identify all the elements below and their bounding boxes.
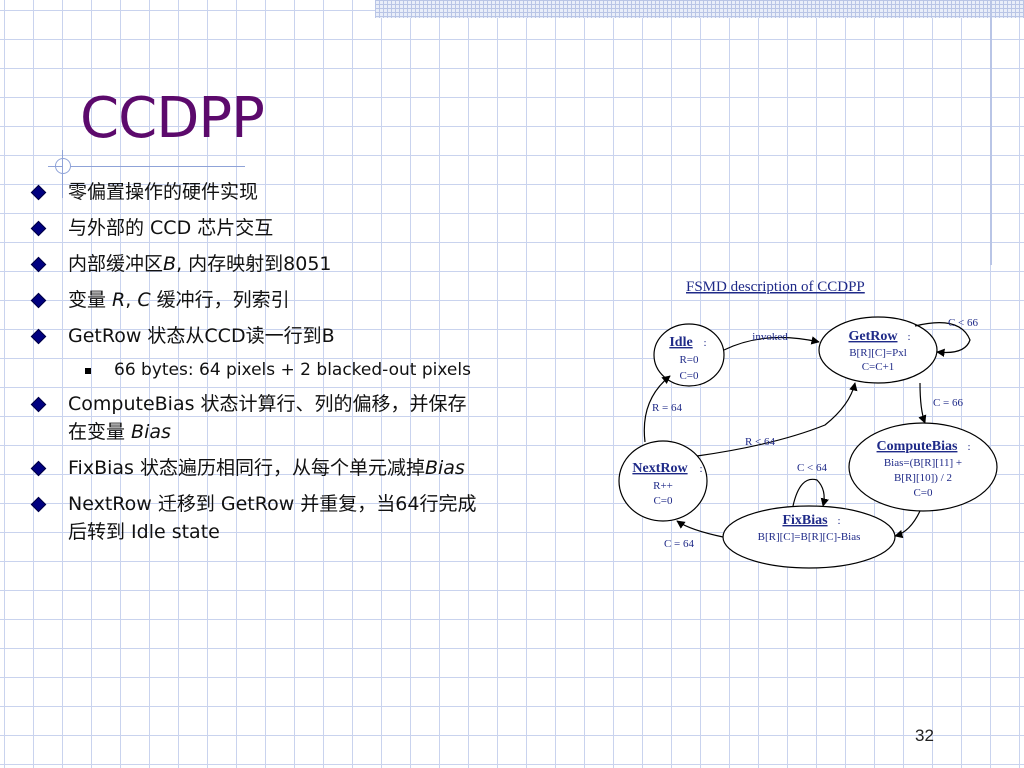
state-fixbias: FixBias : B[R][C]=B[R][C]-Bias xyxy=(722,505,896,569)
transition-getrow-to-computebias xyxy=(918,382,927,424)
diamond-bullet-icon xyxy=(30,328,47,345)
transition-idle-to-getrow xyxy=(723,336,820,351)
bullet-text-em2: C xyxy=(137,289,151,311)
diamond-bullet-icon xyxy=(30,292,47,309)
bullet-text: 与外部的 CCD 芯片交互 xyxy=(68,217,274,239)
transition-computebias-to-fixbias xyxy=(894,510,921,539)
transition-label: invoked xyxy=(752,331,788,343)
bullet-text-mid: , xyxy=(125,289,138,311)
state-getrow-line: B[R][C]=Pxl xyxy=(849,347,907,359)
bullet-item: 零偏置操作的硬件实现 xyxy=(30,178,600,206)
state-computebias: ComputeBias : Bias=(B[R][11] + B[R][10])… xyxy=(848,422,998,512)
state-nextrow-line: C=0 xyxy=(653,495,673,507)
transition-label: R = 64 xyxy=(652,402,683,414)
bullet-text-pre: 内部缓冲区 xyxy=(68,253,164,275)
sub-bullet-item: 66 bytes: 64 pixels + 2 blacked-out pixe… xyxy=(30,358,600,382)
state-fixbias-colon: : xyxy=(837,515,840,527)
state-computebias-name: ComputeBias xyxy=(877,439,958,454)
transition-nextrow-to-getrow xyxy=(696,382,858,457)
top-decorative-band xyxy=(375,0,1024,18)
state-getrow-name: GetRow xyxy=(849,329,899,344)
state-fixbias-name: FixBias xyxy=(782,513,828,528)
title-underline xyxy=(70,166,245,167)
square-bullet-icon xyxy=(85,368,91,374)
state-getrow-colon: : xyxy=(907,331,910,343)
bullet-text-pre: FixBias 状态遍历相同行，从每个单元减掉 xyxy=(68,457,425,479)
state-fixbias-line: B[R][C]=B[R][C]-Bias xyxy=(758,531,861,543)
state-nextrow-line: R++ xyxy=(653,480,673,492)
transition-label: C = 66 xyxy=(933,397,964,409)
state-nextrow-name: NextRow xyxy=(632,461,688,476)
bullet-item: 变量 R, C 缓冲行，列索引 xyxy=(30,286,600,314)
bullet-item: 与外部的 CCD 芯片交互 xyxy=(30,214,600,242)
bullet-list: 零偏置操作的硬件实现 与外部的 CCD 芯片交互 内部缓冲区B, 内存映射到80… xyxy=(30,178,600,554)
state-nextrow: NextRow : R++ C=0 xyxy=(618,440,708,522)
state-getrow-line: C=C+1 xyxy=(862,361,895,373)
state-idle-line: C=0 xyxy=(679,370,699,382)
title-crosshair-vertical xyxy=(62,150,63,198)
transition-label: R < 64 xyxy=(745,436,776,448)
transition-label: C = 64 xyxy=(664,538,695,550)
sub-bullet-text: 66 bytes: 64 pixels + 2 blacked-out pixe… xyxy=(114,360,471,380)
bullet-item: GetRow 状态从CCD读一行到B xyxy=(30,322,600,350)
bullet-text-em: B xyxy=(163,253,177,275)
transition-label: C < 66 xyxy=(948,317,979,329)
transition-nextrow-to-idle xyxy=(643,375,671,443)
transition-fixbias-to-nextrow xyxy=(676,520,724,538)
title-crosshair-circle xyxy=(55,158,71,174)
bullet-text-post: 缓冲行，列索引 xyxy=(150,289,290,311)
state-idle: Idle : R=0 C=0 xyxy=(653,323,725,387)
bullet-text: 零偏置操作的硬件实现 xyxy=(68,181,259,203)
fsmd-diagram: FSMD description of CCDPP Idle : R=0 C=0… xyxy=(618,279,998,569)
state-idle-name: Idle xyxy=(669,335,692,350)
diamond-bullet-icon xyxy=(30,256,47,273)
state-computebias-line: C=0 xyxy=(913,487,933,499)
bullet-item: 内部缓冲区B, 内存映射到8051 xyxy=(30,250,600,278)
state-getrow: GetRow : B[R][C]=Pxl C=C+1 xyxy=(818,316,938,384)
state-idle-line: R=0 xyxy=(679,354,699,366)
state-computebias-line: Bias=(B[R][11] + xyxy=(884,457,962,469)
transition-fixbias-self xyxy=(792,478,829,507)
bullet-text-line2: 后转到 Idle state xyxy=(68,521,220,543)
bullet-text-em: Bias xyxy=(424,457,465,479)
slide-title: CCDPP xyxy=(80,86,265,151)
diamond-bullet-icon xyxy=(30,220,47,237)
bullet-text-line1: ComputeBias 状态计算行、列的偏移，并保存 xyxy=(68,393,467,415)
bullet-text: GetRow 状态从CCD读一行到B xyxy=(68,325,335,347)
page-number: 32 xyxy=(915,726,934,745)
bullet-text-pre: 变量 xyxy=(68,289,113,311)
state-computebias-line: B[R][10]) / 2 xyxy=(894,472,952,484)
bullet-item: ComputeBias 状态计算行、列的偏移，并保存 在变量 Bias xyxy=(30,390,600,446)
bullet-text-line1: NextRow 迁移到 GetRow 并重复，当64行完成 xyxy=(68,493,477,515)
transition-label: C < 64 xyxy=(797,462,828,474)
diamond-bullet-icon xyxy=(30,496,47,513)
bullet-text-em: R xyxy=(112,289,126,311)
state-computebias-colon: : xyxy=(967,441,970,453)
bullet-text-post: , 内存映射到8051 xyxy=(176,253,332,275)
diamond-bullet-icon xyxy=(30,460,47,477)
state-idle-colon: : xyxy=(703,337,706,349)
bullet-item: NextRow 迁移到 GetRow 并重复，当64行完成 后转到 Idle s… xyxy=(30,490,600,546)
transition-getrow-self xyxy=(914,322,971,357)
fsmd-caption: FSMD description of CCDPP xyxy=(686,279,865,295)
state-nextrow-colon: : xyxy=(699,463,702,475)
right-decorative-line xyxy=(990,0,992,265)
bullet-text-line2-pre: 在变量 xyxy=(68,421,132,443)
bullet-text-line2-em: Bias xyxy=(131,421,171,443)
bullet-item: FixBias 状态遍历相同行，从每个单元减掉Bias xyxy=(30,454,600,482)
diamond-bullet-icon xyxy=(30,184,47,201)
diamond-bullet-icon xyxy=(30,396,47,413)
